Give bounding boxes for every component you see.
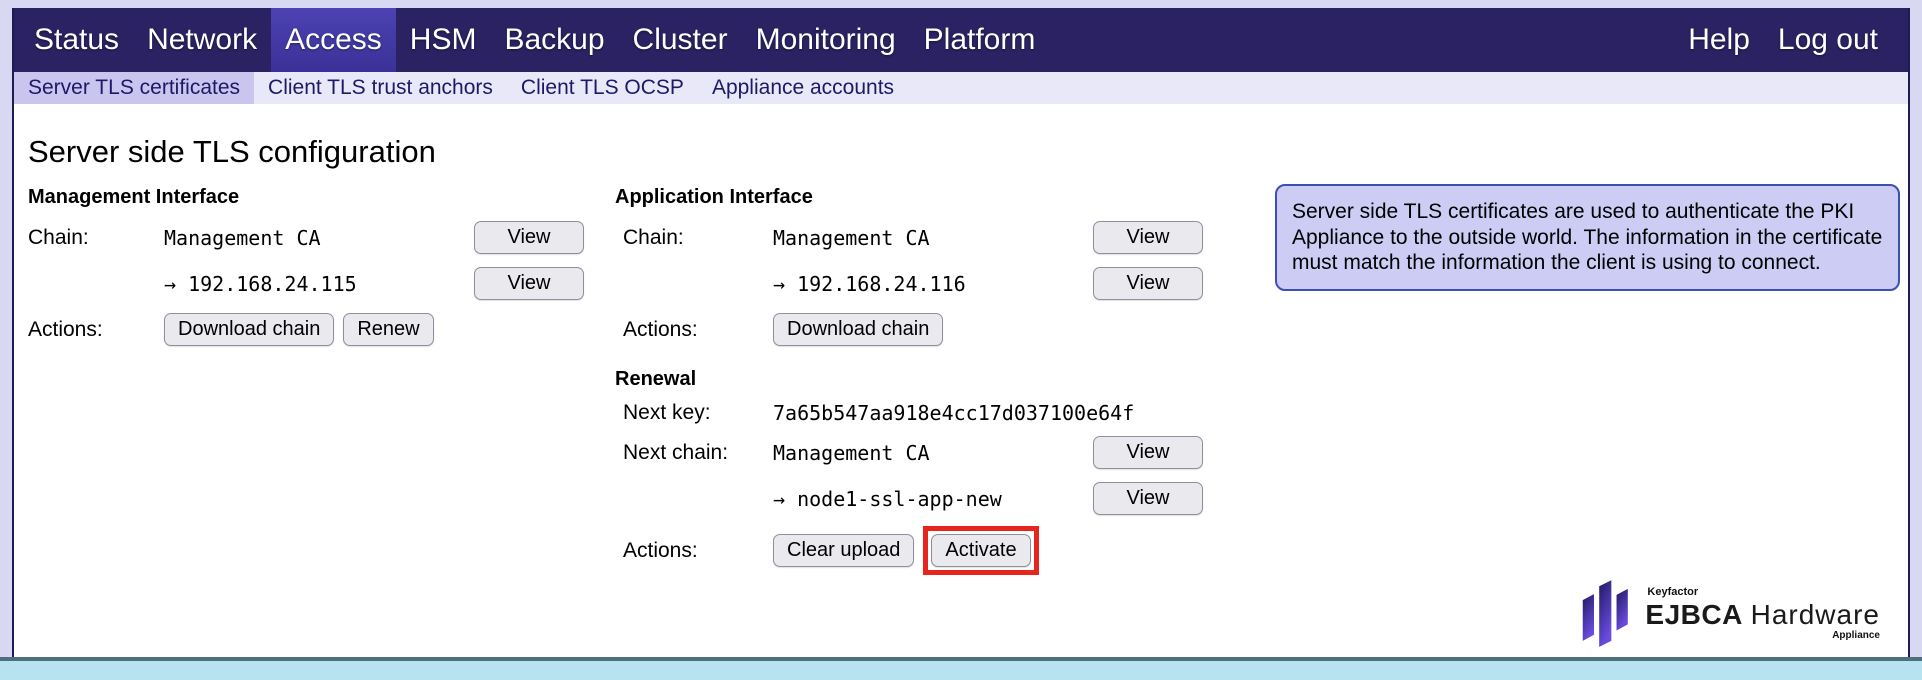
renewal-next-chain-label: Next chain: [623, 440, 729, 464]
renewal-section: Next key: 7a65b547aa918e4cc17d037100e64f… [613, 401, 1268, 575]
renewal-next-key-value: 7a65b547aa918e4cc17d037100e64f [773, 401, 1135, 425]
management-chain-leaf-view-button[interactable]: View [474, 267, 584, 300]
subnav-item-server-tls-certificates[interactable]: Server TLS certificates [14, 72, 255, 104]
management-chain-ca-view-button[interactable]: View [474, 221, 584, 254]
management-interface-heading: Management Interface [28, 186, 240, 208]
application-chain-ca-value: Management CA [773, 225, 930, 250]
footer-divider-line [0, 657, 1922, 661]
renewal-next-key-label: Next key: [623, 401, 711, 424]
activate-button-highlight-annotation: Activate [923, 526, 1039, 575]
nav-item-cluster[interactable]: Cluster [632, 23, 728, 56]
application-interface-section: Application Interface Chain: Management … [613, 182, 1268, 575]
management-download-chain-button[interactable]: Download chain [164, 313, 335, 346]
renewal-heading: Renewal [615, 368, 697, 390]
subnav-item-client-tls-ocsp[interactable]: Client TLS OCSP [520, 76, 684, 99]
nav-item-logout[interactable]: Log out [1777, 23, 1878, 56]
subnav-item-appliance-accounts[interactable]: Appliance accounts [711, 76, 895, 99]
footer-strip [0, 661, 1922, 680]
page-frame: Status Network Access HSM Backup Cluster… [12, 8, 1910, 657]
application-download-chain-button[interactable]: Download chain [773, 313, 944, 346]
logo-brand-text: Keyfactor [1647, 586, 1699, 598]
application-actions-label: Actions: [623, 317, 698, 341]
keyfactor-ejbca-logo: Keyfactor EJBCA Hardware Appliance [1581, 579, 1880, 649]
keyfactor-logo-icon [1583, 580, 1629, 647]
nav-item-backup[interactable]: Backup [504, 23, 605, 56]
management-chain-ca-value: Management CA [164, 225, 321, 250]
nav-item-access[interactable]: Access [271, 8, 396, 72]
info-box: Server side TLS certificates are used to… [1275, 184, 1900, 291]
application-interface-heading: Application Interface [615, 186, 813, 208]
nav-item-monitoring[interactable]: Monitoring [755, 23, 896, 56]
management-renew-button[interactable]: Renew [343, 313, 434, 346]
management-chain-label: Chain: [28, 225, 89, 249]
logo-tagline-text: Appliance [1832, 630, 1880, 641]
nav-item-help[interactable]: Help [1688, 23, 1750, 56]
renewal-next-chain-leaf-view-button[interactable]: View [1093, 482, 1203, 515]
renewal-clear-upload-button[interactable]: Clear upload [773, 534, 915, 567]
nav-item-hsm[interactable]: HSM [409, 23, 477, 56]
renewal-actions-label: Actions: [623, 538, 698, 562]
renewal-next-chain-leaf-value: → node1-ssl-app-new [773, 486, 1002, 511]
logo-product-light-text: Hardware [1750, 599, 1880, 630]
sub-navbar: Server TLS certificates Client TLS trust… [14, 72, 1908, 104]
logo-product-bold-text: EJBCA [1645, 599, 1743, 630]
renewal-next-chain-ca-value: Management CA [773, 440, 930, 465]
application-chain-leaf-view-button[interactable]: View [1093, 267, 1203, 300]
subnav-item-client-tls-trust-anchors[interactable]: Client TLS trust anchors [268, 76, 493, 99]
nav-item-status[interactable]: Status [34, 23, 120, 56]
renewal-activate-button[interactable]: Activate [931, 534, 1031, 567]
application-chain-label: Chain: [623, 225, 684, 249]
application-chain-ca-view-button[interactable]: View [1093, 221, 1203, 254]
nav-item-platform[interactable]: Platform [923, 23, 1036, 56]
nav-item-network[interactable]: Network [147, 23, 258, 56]
info-box-text: Server side TLS certificates are used to… [1292, 200, 1883, 275]
management-chain-leaf-value: → 192.168.24.115 [164, 271, 357, 296]
top-navbar: Status Network Access HSM Backup Cluster… [14, 8, 1908, 72]
application-chain-leaf-value: → 192.168.24.116 [773, 271, 966, 296]
page-title: Server side TLS configuration [28, 134, 436, 169]
management-interface-section: Management Interface Chain: Management C… [28, 182, 613, 348]
renewal-next-chain-ca-view-button[interactable]: View [1093, 436, 1203, 469]
main-content: Server side TLS configuration Management… [14, 104, 1908, 657]
management-actions-label: Actions: [28, 317, 103, 341]
